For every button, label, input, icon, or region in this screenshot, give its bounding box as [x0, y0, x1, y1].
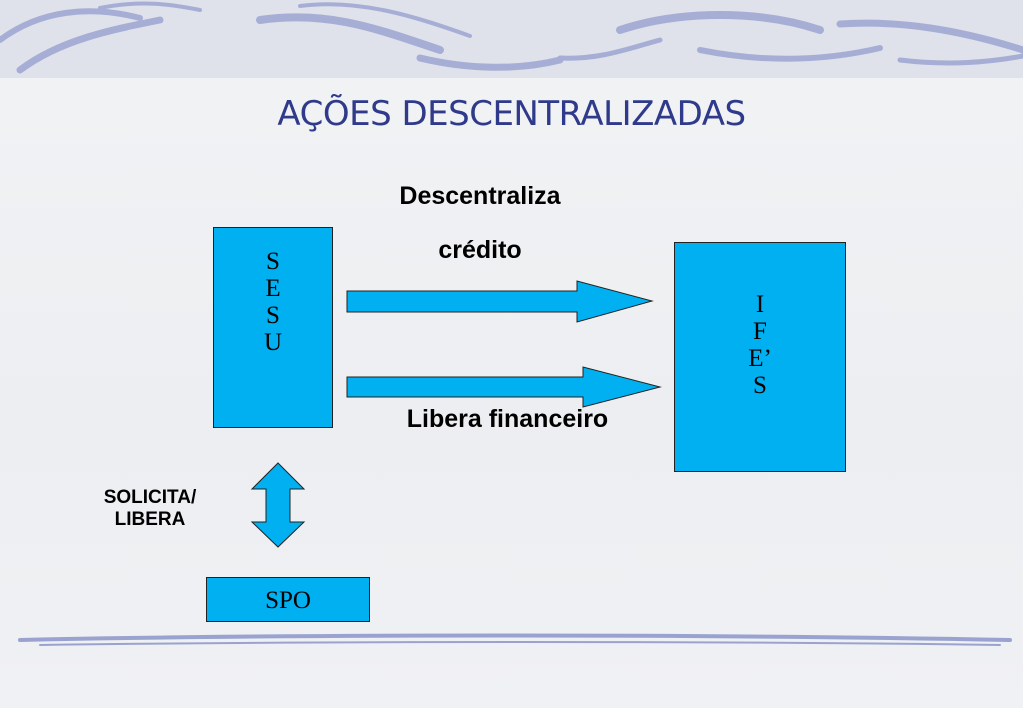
box-spo: SPO	[206, 577, 370, 622]
ifes-letter: E’	[748, 345, 772, 372]
arrow-right-credito	[346, 280, 654, 323]
box-sesu: S E S U	[213, 227, 333, 428]
label-credito: crédito	[438, 236, 522, 264]
decorative-swirl-lines	[0, 1, 1023, 74]
ifes-letter: S	[753, 372, 767, 399]
decorative-bottom-lines	[18, 633, 1012, 646]
ifes-letter: F	[753, 318, 767, 345]
sesu-letter: S	[266, 302, 280, 329]
sesu-letter: E	[265, 275, 281, 302]
decorative-header-band	[0, 0, 1023, 78]
sesu-letter: S	[266, 248, 280, 275]
box-ifes: I F E’ S	[674, 242, 846, 472]
label-solicita: SOLICITA/	[103, 487, 197, 508]
ifes-letter: I	[755, 291, 765, 318]
label-solicita-libera: SOLICITA/ LIBERA	[60, 487, 240, 531]
label-libera-financeiro: Libera financeiro	[406, 405, 609, 433]
sesu-letter: U	[263, 329, 283, 356]
arrow-right-financeiro	[346, 366, 662, 408]
label-libera: LIBERA	[114, 509, 186, 530]
label-descentraliza: Descentraliza	[399, 182, 561, 210]
slide-title: AÇÕES DESCENTRALIZADAS	[277, 94, 746, 134]
arrow-double-vertical	[250, 462, 306, 548]
decorative-bottom-rule	[0, 628, 1023, 658]
